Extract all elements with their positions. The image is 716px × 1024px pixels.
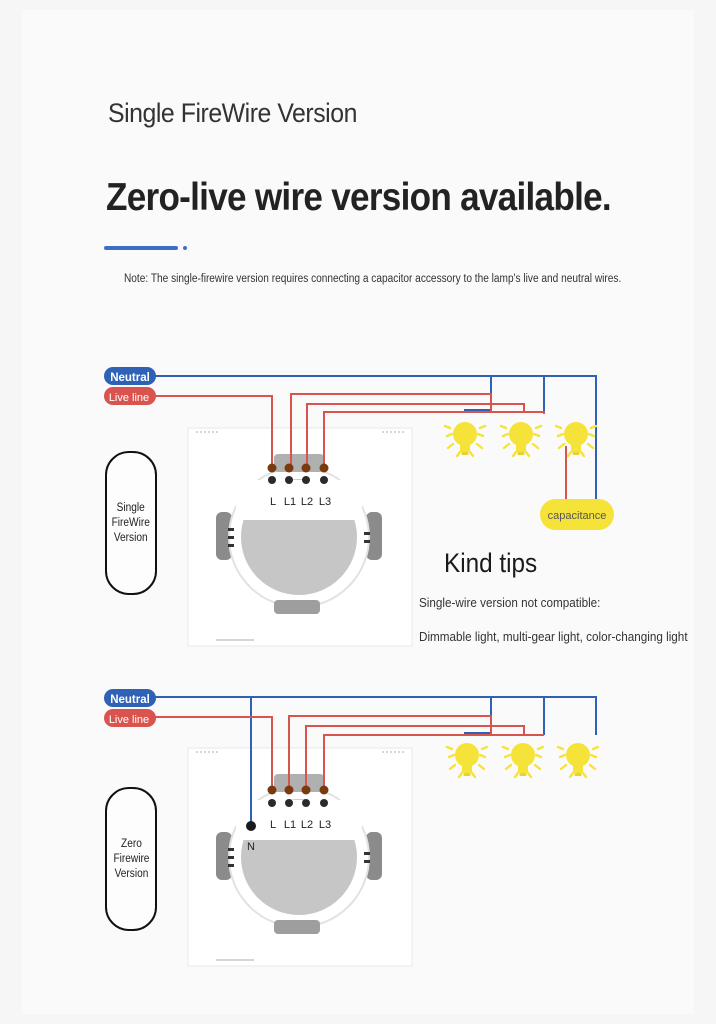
terminal-label: L3 [319,819,331,831]
neutral-tag-zero: Neutral [104,689,156,707]
live-label: Live line [109,714,149,726]
switch-panel-zero [187,747,413,967]
tip-line-2: Dimmable light, multi-gear light, color-… [419,629,688,644]
bulb-icon [554,420,598,458]
zero-version-label: Zero Firewire Version [113,837,149,880]
terminal-label: L1 [284,496,296,508]
wire-live-zero [155,715,544,788]
bulb-icon [499,420,543,458]
terminal-screws-single [267,463,329,484]
bulb-icon [556,741,600,779]
switch-panel-single [187,427,413,647]
note-text: Note: The single-firewire version requir… [124,273,622,285]
accent-dot [183,246,187,250]
live-label: Live line [109,392,149,404]
terminal-label: L3 [319,496,331,508]
terminal-labels-single: L L1 L2 L3 [270,496,331,508]
terminal-label: L [270,496,276,508]
tip-line-1: Single-wire version not compatible: [419,595,601,610]
headline: Zero-live wire version available. [106,176,612,219]
bulb-icon [445,741,489,779]
accent-bar [104,246,178,250]
neutral-label: Neutral [110,372,150,384]
kind-tips-title: Kind tips [444,548,538,578]
bulb-icon [501,741,545,779]
terminal-label: L [270,819,276,831]
live-tag-single: Live line [104,387,156,405]
terminal-label: L2 [301,496,313,508]
terminal-labels-zero: L L1 L2 L3 N [247,819,331,853]
single-version-pill: Single FireWire Version [105,451,157,595]
terminal-screws-zero [246,785,329,831]
capacitor-badge: capacitance [540,499,614,530]
bulb-icon [443,420,487,458]
wire-live-single [155,393,545,465]
capacitor-label: capacitance [548,510,607,522]
live-tag-zero: Live line [104,709,156,727]
terminal-label: L2 [301,819,313,831]
zero-version-pill: Zero Firewire Version [105,787,157,931]
single-version-label: Single FireWire Version [111,501,151,544]
terminal-label: L1 [284,819,296,831]
neutral-label: Neutral [110,694,150,706]
section-title: Single FireWire Version [108,98,357,128]
neutral-tag-single: Neutral [104,367,156,385]
neutral-terminal-label: N [247,841,255,853]
